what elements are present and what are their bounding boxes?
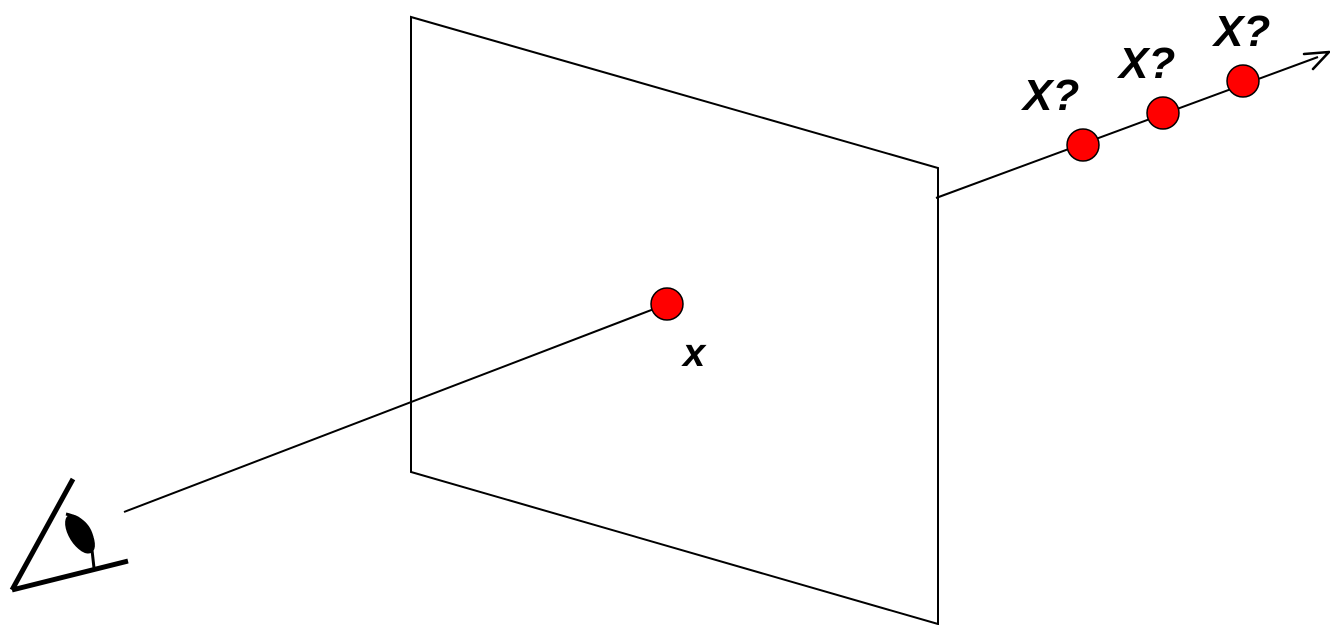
- candidate-point: [1066, 128, 1100, 162]
- eye-icon: [9, 477, 129, 593]
- image-point: [650, 287, 684, 321]
- ray-arrowhead: [1302, 50, 1330, 71]
- image-point-label: x: [681, 331, 707, 375]
- candidate-point: [1146, 96, 1180, 130]
- candidate-point-label: X?: [1020, 71, 1079, 120]
- candidate-point: [1226, 64, 1260, 98]
- viewing-ray: [123, 303, 668, 513]
- image-plane: [410, 15, 939, 625]
- candidate-point-label: X?: [1211, 7, 1270, 56]
- candidate-point-label: X?: [1116, 39, 1175, 88]
